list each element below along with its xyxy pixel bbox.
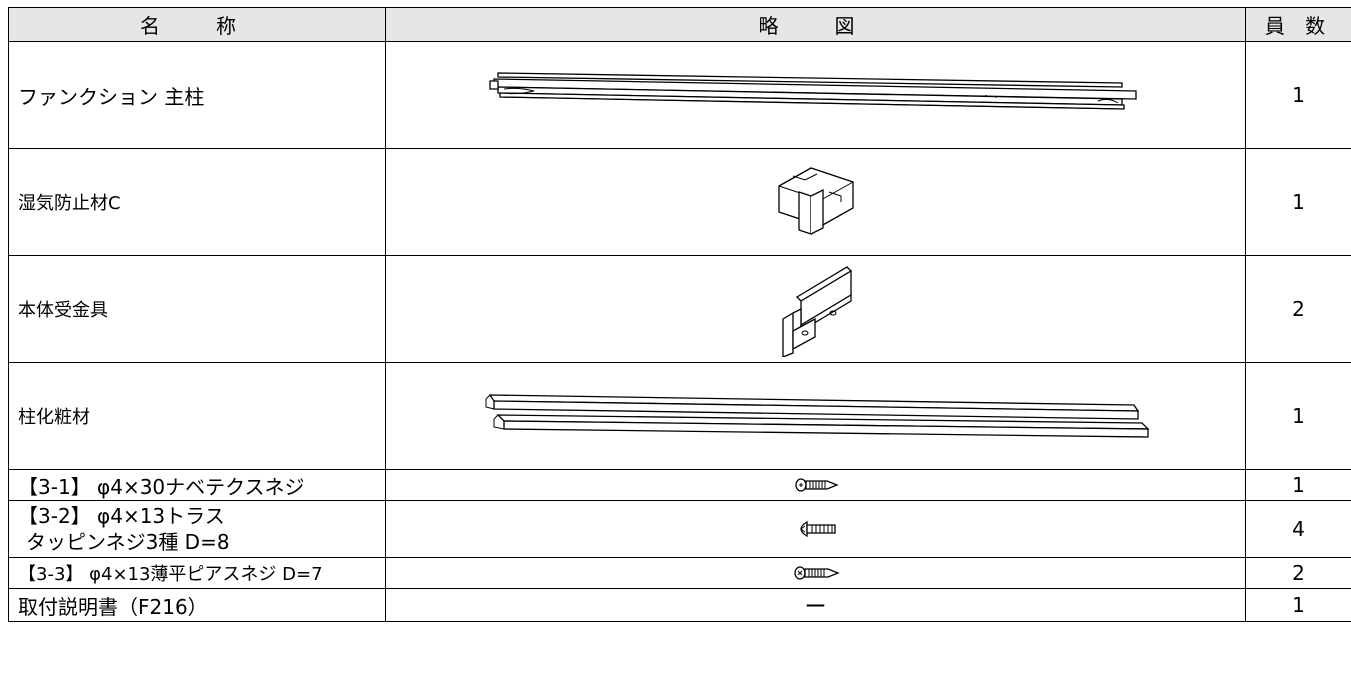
table-row: 湿気防止材C 1	[8, 148, 1351, 256]
part-name: 【3-2】 φ4×13トラス タッピンネジ3種 D=8	[8, 500, 386, 558]
part-name: 柱化粧材	[8, 362, 386, 470]
part-name-line1: 【3-2】 φ4×13トラス	[18, 504, 225, 528]
thin-pierce-screw-icon	[793, 566, 840, 580]
part-qty: 1	[1245, 148, 1351, 256]
truss-screw-icon	[799, 520, 836, 538]
header-row: 名 称 略 図 員 数	[8, 7, 1351, 42]
parts-table: 名 称 略 図 員 数 ファンクション 主柱	[8, 7, 1351, 622]
part-qty: 1	[1245, 41, 1351, 149]
part-qty: 1	[1245, 362, 1351, 470]
part-name: 取付説明書（F216）	[8, 588, 386, 622]
table-row: ファンクション 主柱 1	[8, 41, 1351, 149]
table-row: 柱化粧材 1	[8, 362, 1351, 470]
part-qty: 1	[1245, 469, 1351, 501]
part-qty: 1	[1245, 588, 1351, 622]
table-row: 【3-1】 φ4×30ナベテクスネジ 1	[8, 469, 1351, 501]
part-figure	[385, 41, 1246, 149]
moisture-block-icon	[777, 167, 854, 235]
part-figure	[385, 362, 1246, 470]
table-row: 本体受金具 2	[8, 255, 1351, 363]
part-name-line2: タッピンネジ3種 D=8	[26, 530, 230, 554]
part-name: 本体受金具	[8, 255, 386, 363]
part-qty: 2	[1245, 557, 1351, 589]
part-name: 【3-3】 φ4×13薄平ピアスネジ D=7	[8, 557, 386, 589]
part-qty: 4	[1245, 500, 1351, 558]
main-pillar-icon	[488, 72, 1137, 110]
part-qty: 2	[1245, 255, 1351, 363]
table-row: 【3-2】 φ4×13トラス タッピンネジ3種 D=8 4	[8, 500, 1351, 558]
part-name: ファンクション 主柱	[8, 41, 386, 149]
part-figure	[385, 557, 1246, 589]
header-figure: 略 図	[385, 7, 1246, 42]
table-row: 【3-3】 φ4×13薄平ピアスネジ D=7 2	[8, 557, 1351, 589]
table-row: 取付説明書（F216） ー 1	[8, 588, 1351, 622]
part-name: 【3-1】 φ4×30ナベテクスネジ	[8, 469, 386, 501]
part-figure	[385, 148, 1246, 256]
part-figure: ー	[385, 588, 1246, 622]
part-figure	[385, 255, 1246, 363]
bracket-icon	[781, 266, 852, 357]
part-figure	[385, 469, 1246, 501]
header-qty: 員 数	[1245, 7, 1351, 42]
header-name: 名 称	[8, 7, 386, 42]
pan-head-screw-icon	[794, 478, 839, 492]
part-name: 湿気防止材C	[8, 148, 386, 256]
pillar-trim-icon	[485, 394, 1150, 438]
parts-list: 名 称 略 図 員 数 ファンクション 主柱	[8, 7, 1351, 622]
part-figure	[385, 500, 1246, 558]
